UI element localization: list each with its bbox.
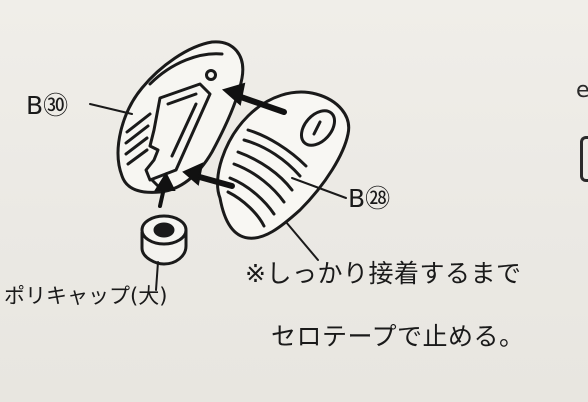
part-b28-drawing [216,90,351,240]
label-part-b30: B㉚ [26,91,69,120]
leader-b30 [89,103,133,115]
leader-note [285,221,319,261]
label-part-b28: B㉘ [348,184,391,213]
leader-lines [89,103,347,291]
arrow-lower-head [182,162,204,186]
edge-fragment-bracket [580,136,588,182]
label-polycap: ポリキャップ(大) [4,284,168,308]
arrow-polycap-head [154,171,176,191]
polycap-drawing [140,214,188,266]
edge-fragment-text: e [576,78,588,103]
note-line-2: セロテープで止める。 [271,322,525,351]
arrow-lower [193,173,235,189]
leader-b28 [291,177,347,199]
leader-polycap [155,261,159,291]
arrows [154,82,287,208]
note-line-1: ※しっかり接着するまで [245,259,522,288]
arrow-upper-head [221,82,246,106]
part-b30-drawing [116,40,245,194]
arrow-upper [235,93,287,115]
